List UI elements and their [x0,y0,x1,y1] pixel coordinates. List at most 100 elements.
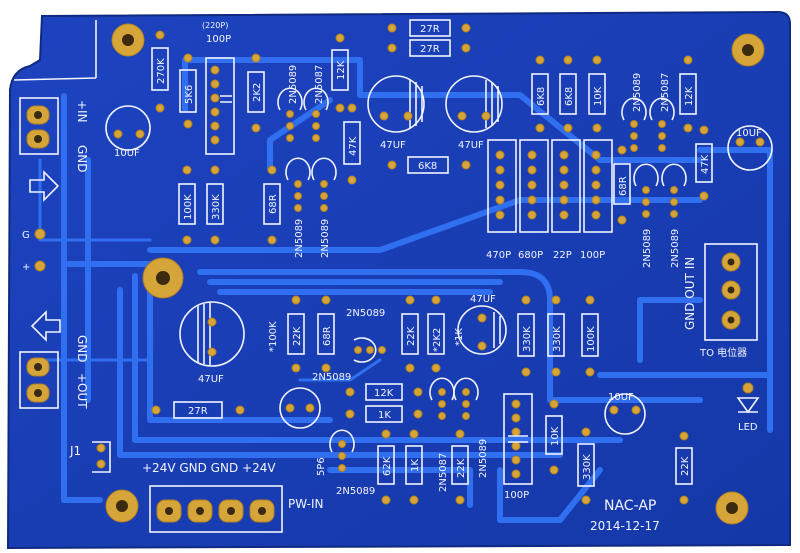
resistor-68r [317,295,335,373]
label-q2n5089-h: 2N5089 [312,372,351,383]
transistor-2n5089 [353,337,386,363]
label-q2n5089-g: 2N5089 [346,308,385,319]
transistor-2n5089 [329,429,355,472]
resistor-27r [387,39,471,57]
resistor-100k [178,165,196,245]
label-c100p-b: 100P [580,250,605,261]
label-q2n5089-d: 2N5089 [320,219,331,258]
resistor-68r [613,145,631,225]
transistor-2n5089 [311,157,337,212]
label-r330k-b: 330K [522,326,533,352]
resistor-330k [547,295,565,377]
power-connector [149,485,283,533]
resistor-10k [545,399,563,475]
label-r330k-a: 330K [211,194,222,220]
resistor-27r [387,19,471,37]
label-to-pot: TO 电位器 [699,346,747,359]
resistor-12k [331,33,349,113]
transistor-2n5089 [453,377,479,420]
label-r100k-b: 100K [586,326,597,352]
capacitor-47uf [179,301,245,367]
mounting-hole [731,33,765,67]
label-q2n5087-c: 2N5087 [438,453,449,492]
label-c47uf-d: 47UF [470,294,496,305]
resistor-330k [206,165,224,245]
arrow-right-icon [29,170,60,202]
capacitor-47uf [457,305,507,355]
resistor-62k [377,429,395,505]
label-r27r-b: 27R [420,44,440,55]
resistor-47k [695,125,713,201]
label-r27r-mid: 27R [188,406,208,417]
label-q2n5089-a: 2N5089 [288,65,299,104]
capacitor-10uf [105,105,151,151]
capacitor-47uf [445,75,503,133]
transistor-2n5089 [277,87,303,142]
resistor-5k6 [179,53,197,129]
resistor-10k [588,55,606,133]
resistor-12k-horizontal [345,383,423,401]
label-r100k-star: *100K [268,321,279,352]
resistor-12k [679,55,697,133]
resistor-27r-horizontal [151,401,245,419]
label-r12k-c: 12K [374,388,394,399]
resistor-330k [517,295,535,377]
label-r1k-b: 1K [410,459,421,472]
resistor-22k [675,431,693,505]
label-c47uf-c: 47UF [198,374,224,385]
label-c220p: (220P) [202,21,228,30]
label-r6k8-c: 6K8 [564,87,575,106]
input-connector [19,97,59,155]
label-r22k-c: 22K [456,458,467,478]
capacitor-10uf [604,393,646,435]
resistor-1k-horizontal [345,405,423,423]
label-r68r-b: 68R [618,176,629,196]
label-r6k8-a: 6K8 [418,161,437,172]
label-q2n5089-i: 2N5089 [478,439,489,478]
label-out-plus: +OUT [75,373,89,409]
capacitor-10uf [727,125,773,171]
mounting-hole [105,489,139,523]
pad-plus [34,260,46,272]
label-power: +24V GND GND +24V [142,461,276,475]
label-q2n5089-f: 2N5089 [670,229,681,268]
label-q2n5089-j: 2N5089 [336,486,375,497]
label-r2k2-b: *2K2 [432,328,443,352]
label-q2n5089-b: 2N5089 [632,73,643,112]
resistor-22k [287,295,305,373]
board-date: 2014-12-17 [590,519,660,533]
label-plus-small: + [22,262,30,273]
jumper-j1 [92,441,111,473]
board-name: NAC-AP [604,498,656,514]
label-c10uf-a: 10UF [114,148,140,159]
label-c470p: 470P [486,250,511,261]
capacitor-bank [487,139,613,233]
label-q2n5089-e: 2N5089 [642,229,653,268]
label-gnd-out: GND [75,335,89,363]
label-c5p6: 5P6 [316,457,327,476]
board-outline [13,20,97,81]
label-r2k2: 2K2 [252,83,263,102]
label-r6k8-b: 6K8 [536,87,547,106]
label-c680p: 680P [518,250,543,261]
label-r1k-a: 1K [378,410,391,421]
label-r22k-a: 22K [292,326,303,346]
capacitor-100p-top [205,57,235,155]
label-r330k-d: 330K [582,454,593,480]
transistor-2n5089 [285,157,311,212]
capacitor-47uf [367,75,425,133]
label-c100p-top: 100P [206,34,231,45]
pad-g [34,228,46,240]
label-c22p: 22P [553,250,572,261]
label-r10k-c: 10K [550,426,561,446]
label-c100p-c: 100P [504,490,529,501]
resistor-6k8-horizontal [387,156,471,174]
transistor-2n5089 [661,163,687,218]
resistor-22k [451,429,469,505]
resistor-2k2 [427,295,445,373]
label-r12k-a: 12K [336,60,347,80]
capacitor-small [279,387,321,429]
label-gnd-out-in: GND OUT IN [683,257,697,330]
label-c47uf-a: 47UF [380,140,406,151]
output-connector [19,351,59,409]
